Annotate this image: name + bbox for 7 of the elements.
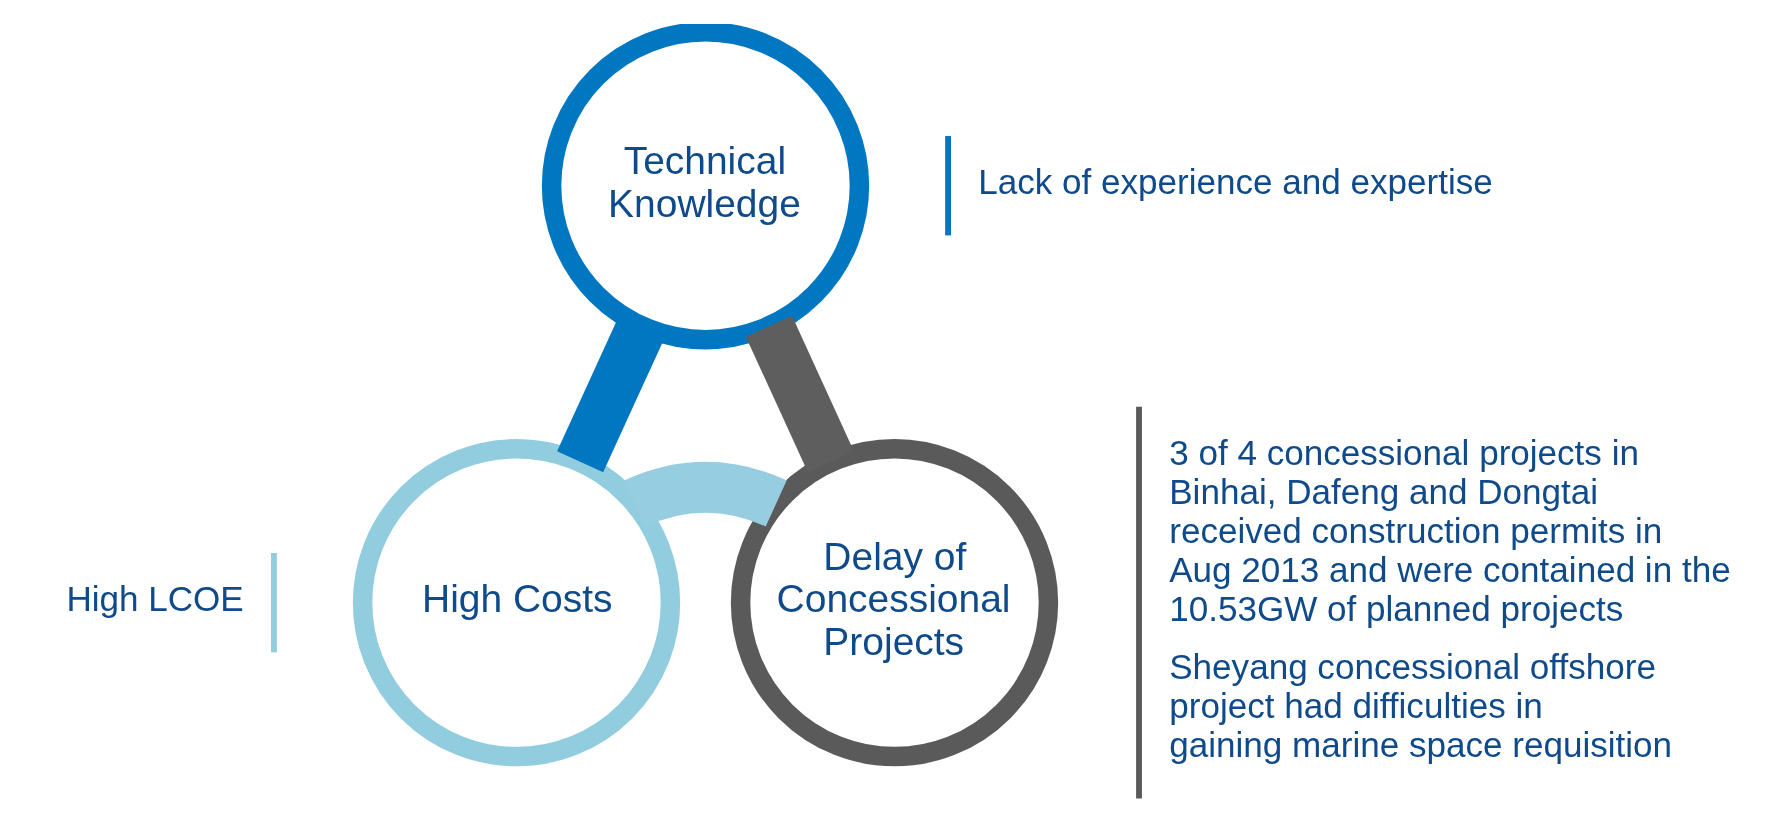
node-circle: Delay of Concessional Projects	[730, 438, 1059, 766]
node-label: 3 of 4 concessional projects in Binhai, Dafeng and Dongtai received construction permits in Aug 2013 and were contained in the 10.53GW of planned projects	[1169, 432, 1731, 628]
node-circle: Technical Knowledge	[541, 23, 870, 349]
node-label: Sheyang concessional offshore project had difficulties in gaining marine space requisition	[1169, 646, 1673, 764]
node-label: Lack of experience and expertise	[978, 161, 1493, 201]
node-circle: High Costs	[352, 438, 681, 766]
node-label: High LCOE	[66, 578, 244, 618]
